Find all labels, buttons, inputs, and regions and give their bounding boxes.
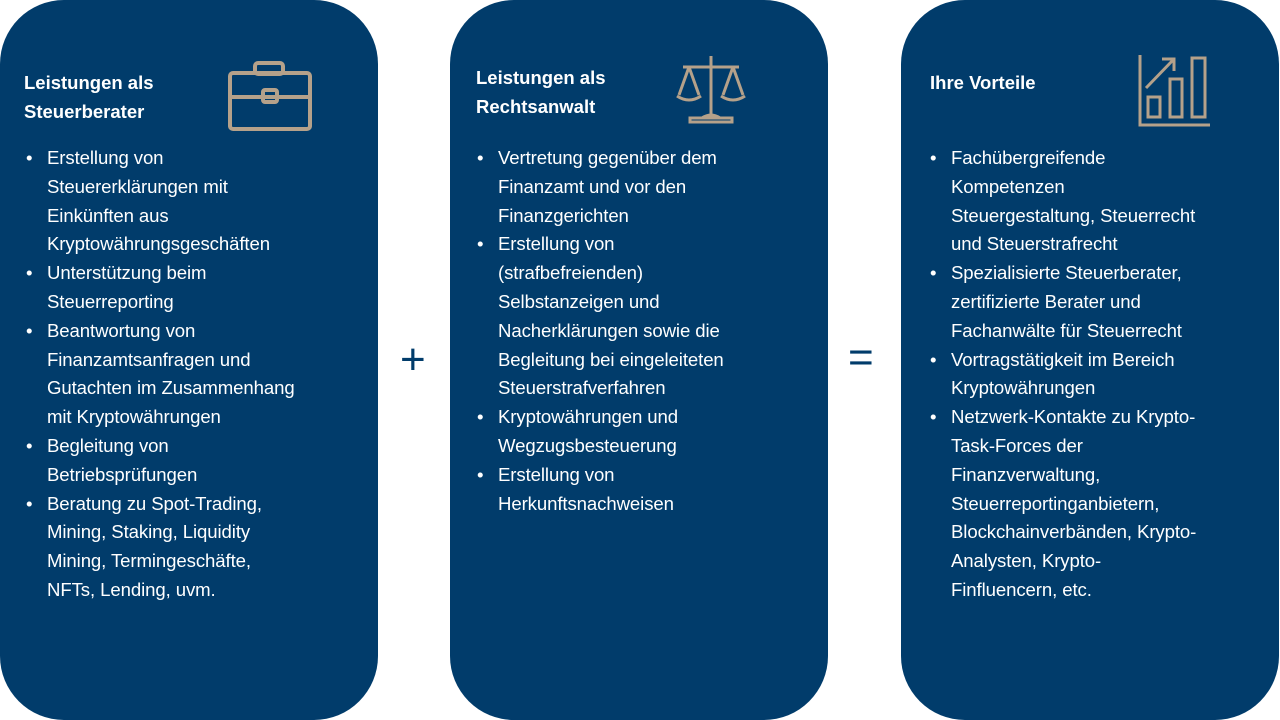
- equals-sign: =: [848, 333, 874, 382]
- list-item: Fachübergreifende Kompetenzen Steuergest…: [928, 144, 1196, 259]
- list-item: Erstellung von (strafbefreienden) Selbst…: [475, 230, 724, 403]
- panel-rechtsanwalt: Leistungen als Rechtsanwalt Vertretung g…: [450, 0, 828, 720]
- list-item: Begleitung von Betriebsprüfungen: [24, 432, 295, 490]
- panel-steuerberater: Leistungen als Steuerberater Erstellung …: [0, 0, 378, 720]
- briefcase-icon: [228, 61, 312, 131]
- list-item: Erstellung von Steuererklärungen mit Ein…: [24, 144, 295, 259]
- panel-title: Ihre Vorteile: [930, 72, 1036, 93]
- list-item: Erstellung von Herkunftsnachweisen: [475, 461, 724, 519]
- panel-vorteile: Ihre Vorteile Fachübergreifende Kompeten…: [901, 0, 1279, 720]
- list-item: Beratung zu Spot-Trading, Mining, Stakin…: [24, 490, 295, 605]
- panel-title: Leistungen als Steuerberater: [24, 72, 154, 122]
- scales-icon: [676, 56, 746, 124]
- plus-sign: +: [400, 335, 426, 384]
- advantage-list: Fachübergreifende Kompetenzen Steuergest…: [928, 144, 1196, 605]
- list-item: Vertretung gegenüber dem Finanzamt und v…: [475, 144, 724, 230]
- list-item: Netzwerk-Kontakte zu Krypto- Task-Forces…: [928, 403, 1196, 605]
- list-item: Kryptowährungen und Wegzugsbesteuerung: [475, 403, 724, 461]
- list-item: Unterstützung beim Steuerreporting: [24, 259, 295, 317]
- panel-title: Leistungen als Rechtsanwalt: [476, 67, 606, 117]
- list-item: Beantwortung von Finanzamtsanfragen und …: [24, 317, 295, 432]
- service-list: Vertretung gegenüber dem Finanzamt und v…: [475, 144, 724, 518]
- list-item: Vortragstätigkeit im Bereich Kryptowähru…: [928, 346, 1196, 404]
- growth-chart-icon: [1138, 55, 1210, 127]
- list-item: Spezialisierte Steuerberater, zertifizie…: [928, 259, 1196, 345]
- service-list: Erstellung von Steuererklärungen mit Ein…: [24, 144, 295, 605]
